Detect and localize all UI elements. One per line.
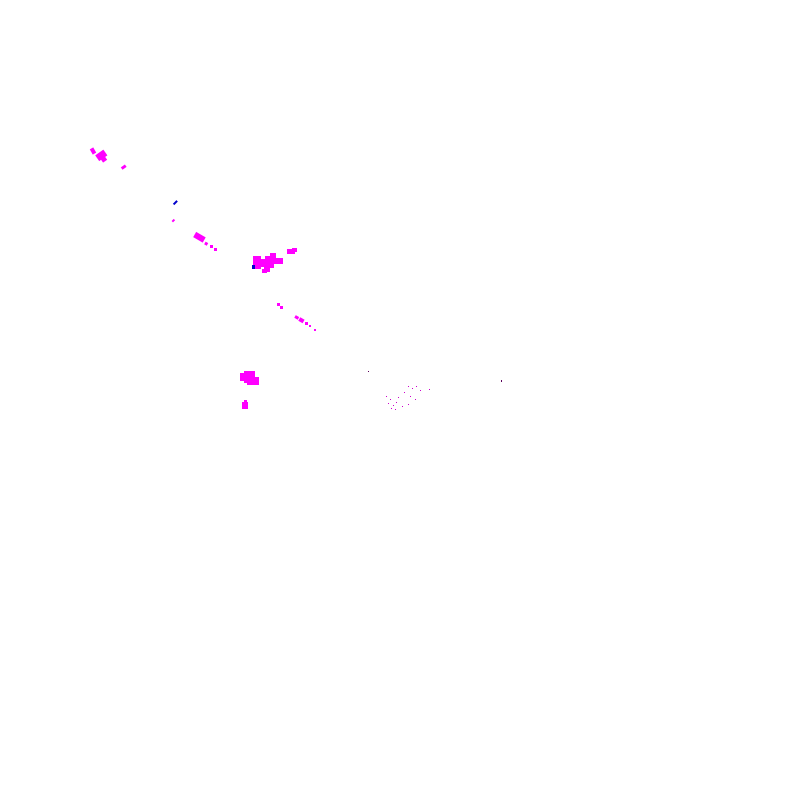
streak-mark	[89, 147, 97, 155]
dot-mark	[501, 380, 502, 382]
dot-mark	[390, 399, 391, 400]
streak-mark	[204, 241, 209, 246]
dot-mark	[395, 409, 396, 410]
dot-mark	[391, 408, 392, 409]
dot-mark	[386, 396, 387, 397]
blue-mark	[172, 200, 178, 206]
blob-left	[240, 371, 259, 409]
dot-mark	[416, 386, 417, 387]
streak-mark	[305, 322, 308, 325]
cluster-mark	[252, 265, 255, 269]
blob-mark	[247, 380, 254, 385]
blob-mark	[242, 402, 248, 409]
dot-mark	[429, 389, 430, 390]
cluster-mark	[292, 248, 297, 252]
dot-mark	[420, 390, 421, 391]
cluster-mark	[253, 256, 261, 269]
blob-mark	[244, 371, 255, 383]
blue-mark-group	[171, 200, 178, 223]
dot-mark	[398, 397, 399, 398]
cluster-mark	[265, 256, 274, 264]
cluster-mark	[270, 253, 276, 259]
dot-mark	[396, 402, 397, 403]
streak-mark	[294, 315, 300, 320]
cluster-mark	[273, 258, 283, 264]
streak-mark	[95, 149, 108, 162]
blob-mark	[252, 377, 259, 385]
streak-mark	[99, 154, 108, 163]
dot-mark	[412, 388, 413, 389]
streak-mid	[193, 231, 217, 251]
dot-mark	[410, 396, 411, 397]
streak-mark	[280, 306, 283, 309]
dot-mark	[408, 386, 409, 387]
cluster-mark	[262, 269, 267, 273]
streak-lower	[277, 303, 316, 331]
cluster-mark	[287, 249, 295, 254]
blob-mark	[244, 400, 247, 403]
streak-mark	[309, 325, 311, 327]
cluster-mark	[259, 259, 265, 267]
dot-mark	[368, 371, 369, 372]
dot-mark	[393, 405, 394, 406]
dot-mark	[408, 404, 409, 405]
streak-top-left	[89, 147, 127, 170]
streak-mark	[120, 164, 127, 170]
streak-mark	[277, 303, 280, 306]
dot-mark	[402, 406, 403, 407]
dot-scatter	[368, 371, 502, 410]
dot-mark	[388, 403, 389, 404]
cluster-mark	[264, 264, 270, 272]
cluster-main	[252, 248, 297, 273]
cluster-mark	[269, 263, 274, 268]
streak-mark	[210, 245, 213, 248]
streak-mark	[193, 231, 206, 243]
streak-mark	[314, 329, 316, 331]
streak-mark	[298, 317, 305, 324]
streak-mark	[171, 218, 176, 223]
streak-mark	[214, 248, 217, 251]
dot-mark	[415, 399, 416, 400]
dot-mark	[404, 392, 405, 393]
